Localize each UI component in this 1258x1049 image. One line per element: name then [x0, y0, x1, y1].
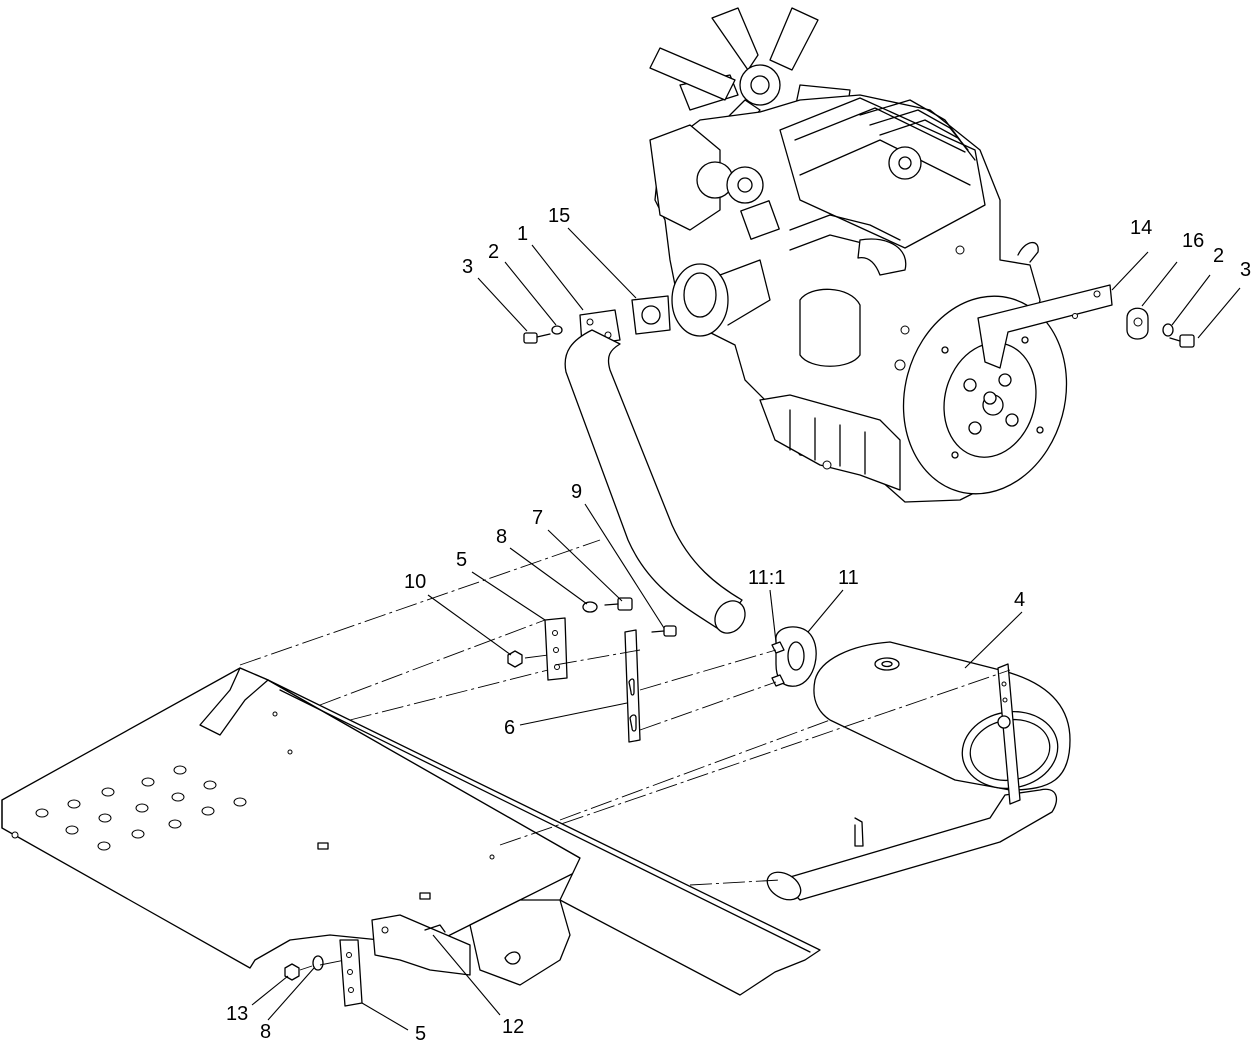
callout-11: 11 [838, 567, 859, 589]
washer-left-part2 [551, 325, 563, 335]
bracket-part12 [371, 914, 471, 976]
gasket-part15 [631, 295, 671, 335]
washer-upper-part8 [582, 601, 598, 613]
frame-holes [35, 765, 247, 851]
muffler-part4 [766, 641, 1071, 901]
callout-1: 1 [517, 223, 528, 245]
chassis-frame [1, 667, 821, 996]
exhaust-pipe-part1 [564, 309, 746, 634]
washer-right-part2 [1162, 323, 1174, 337]
engine-assembly [649, 7, 1068, 503]
callout-8-lower: 8 [260, 1021, 271, 1043]
alignment-lines [239, 539, 1011, 971]
callout-3-left: 3 [462, 256, 473, 278]
bolt-right-part3 [1169, 334, 1195, 348]
callout-2-right: 2 [1213, 245, 1224, 267]
washer-lower-part8 [312, 955, 324, 971]
exhaust-clamp-part11 [771, 626, 817, 687]
callout-2-left: 2 [488, 241, 499, 263]
callout-3-right: 3 [1240, 259, 1251, 281]
callout-11-1: 11:1 [748, 567, 785, 589]
callout-9: 9 [571, 481, 582, 503]
engine-bracket-part14 [977, 284, 1113, 369]
callout-14: 14 [1130, 217, 1152, 239]
callout-13: 13 [226, 1003, 248, 1025]
callout-7: 7 [532, 507, 543, 529]
bolt-part7 [604, 597, 633, 611]
flywheel [902, 295, 1068, 495]
callout-5-upper: 5 [456, 549, 467, 571]
bracket-lower-part5 [339, 939, 363, 1007]
callout-4: 4 [1014, 589, 1025, 611]
nut-part10 [507, 650, 523, 668]
strap-part6 [624, 629, 641, 743]
callout-labels: 3 2 1 15 14 16 2 3 9 7 8 5 10 11:1 11 4 … [226, 205, 1251, 1045]
callout-15: 15 [548, 205, 570, 227]
bolt-part9 [651, 625, 677, 637]
bracket-upper-part5 [544, 617, 568, 681]
nut-part13 [284, 963, 300, 981]
callout-10: 10 [404, 571, 426, 593]
callout-leaders [251, 227, 1241, 1031]
callout-5-lower: 5 [415, 1023, 426, 1045]
callout-12: 12 [502, 1016, 524, 1038]
bolt-left-part3 [523, 332, 551, 344]
callout-16: 16 [1182, 230, 1204, 252]
callout-8-upper: 8 [496, 526, 507, 548]
callout-6: 6 [504, 717, 515, 739]
